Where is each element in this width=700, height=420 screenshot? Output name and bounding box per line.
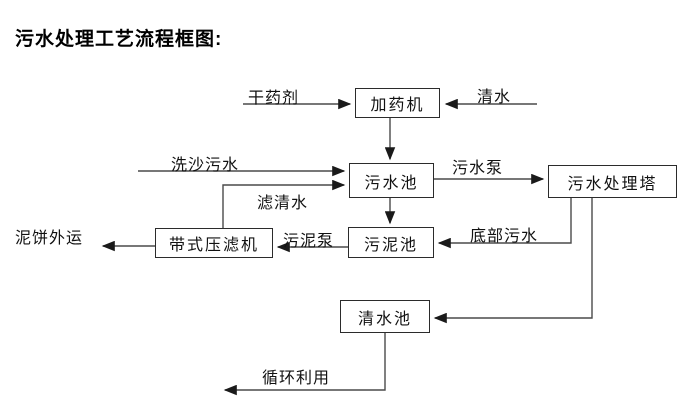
node-clean-water-pool: 清水池 <box>340 300 430 333</box>
label-sewage-pump: 污水泵 <box>452 160 504 177</box>
label-clean-water: 清水 <box>477 89 512 106</box>
node-belt-filter-press: 带式压滤机 <box>155 228 273 258</box>
edge-filtered-water-press-to-sewage-pool <box>222 179 346 228</box>
diagram-title: 污水处理工艺流程框图: <box>15 29 223 50</box>
label-recycle-use: 循环利用 <box>262 370 331 387</box>
node-sludge-pool: 污泥池 <box>348 227 434 258</box>
label-sludge-pump: 污泥泵 <box>283 233 335 250</box>
label-sand-washing-sewage: 洗沙污水 <box>171 157 240 174</box>
label-filtered-water: 滤清水 <box>257 195 309 212</box>
edge-clean-water-pool-to-recycle <box>223 333 386 396</box>
label-mud-cake-outbound: 泥饼外运 <box>15 230 84 247</box>
node-sewage-treatment-tower: 污水处理塔 <box>548 165 677 198</box>
edge-tower-to-clean-water-pool <box>433 198 593 324</box>
edge-bottom-sewage-tower-to-sludge-pool <box>437 198 572 249</box>
node-dosing-machine: 加药机 <box>355 88 440 118</box>
node-sewage-pool: 污水池 <box>349 163 434 198</box>
label-bottom-sewage: 底部污水 <box>470 228 539 245</box>
label-dry-agent: 干药剂 <box>248 90 300 107</box>
